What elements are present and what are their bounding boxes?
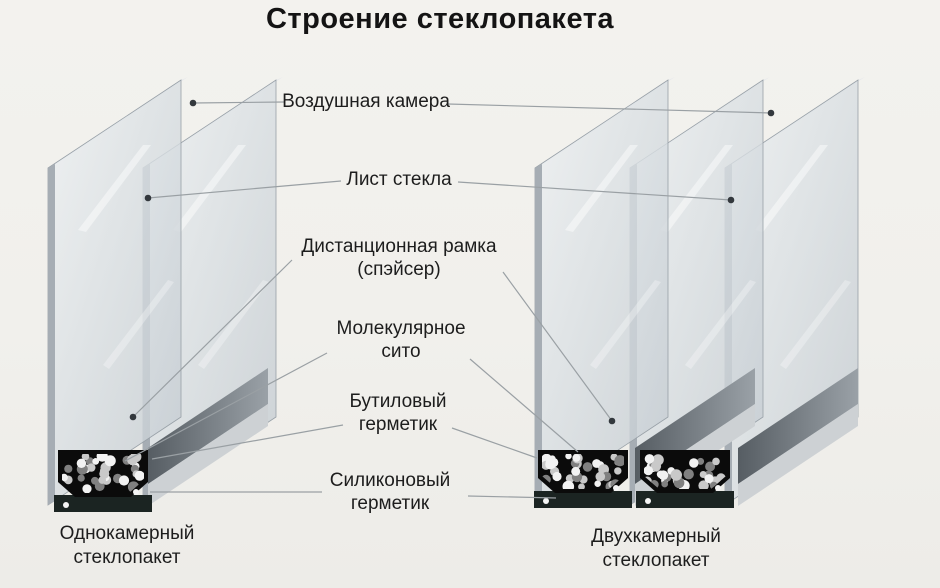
leader-dot [189,99,197,107]
leader-dot [608,417,616,425]
butyl-sealant-dot [133,489,139,495]
butyl-sealant-dot [613,485,619,491]
silicone-sealant-strip [534,491,632,508]
leader-dot [727,196,735,204]
page-title: Строение стеклопакета [265,3,615,35]
leader-line-air-chamber-right [447,103,772,114]
silicone-sealant-strip [636,491,734,508]
caption-left-unit: Однокамерный стеклопакет [59,523,195,568]
molecular-sieve-balls [542,454,624,489]
butyl-sealant-dot [715,485,721,491]
leader-line-butyl-sealant-left [151,424,344,460]
leader-line-air-chamber-left [192,101,285,104]
leader-lines [124,101,772,499]
leader-dot [144,194,152,202]
leader-line-spacer-frame-left [132,259,293,418]
label-spacer-frame: Дистанционная рамка (спэйсер) [301,236,497,280]
leader-dots [129,99,775,425]
leader-line-butyl-sealant-right [451,427,538,459]
label-glass-sheet: Лист стекла [346,169,452,190]
butyl-sealant-dot [543,498,549,504]
butyl-sealant-dot [63,502,69,508]
leader-dot [767,109,775,117]
label-silicone-sealant: Силиконовый герметик [329,470,451,514]
molecular-sieve-balls [644,454,726,489]
spacer-cross-section [538,450,628,493]
leader-line-spacer-frame-right [502,271,613,422]
leader-line-silicone-sealant-right [467,495,557,499]
leader-line-glass-sheet-right [457,181,732,201]
leader-line-molecular-sieve-left [124,352,328,462]
label-molecular-sieve: Молекулярное сито [336,318,466,362]
label-butyl-sealant: Бутиловый герметик [349,391,447,435]
silicone-sealant-strip [54,495,152,512]
label-air-chamber: Воздушная камера [282,91,450,112]
leader-dot [129,413,137,421]
leader-line-molecular-sieve-right [469,358,579,453]
butyl-sealant-dot [645,498,651,504]
leader-line-glass-sheet-left [147,180,342,199]
spacer-cross-sections [54,450,734,512]
right-unit-illustration [534,76,866,506]
caption-right-unit: Двухкамерный стеклопакет [591,526,721,571]
